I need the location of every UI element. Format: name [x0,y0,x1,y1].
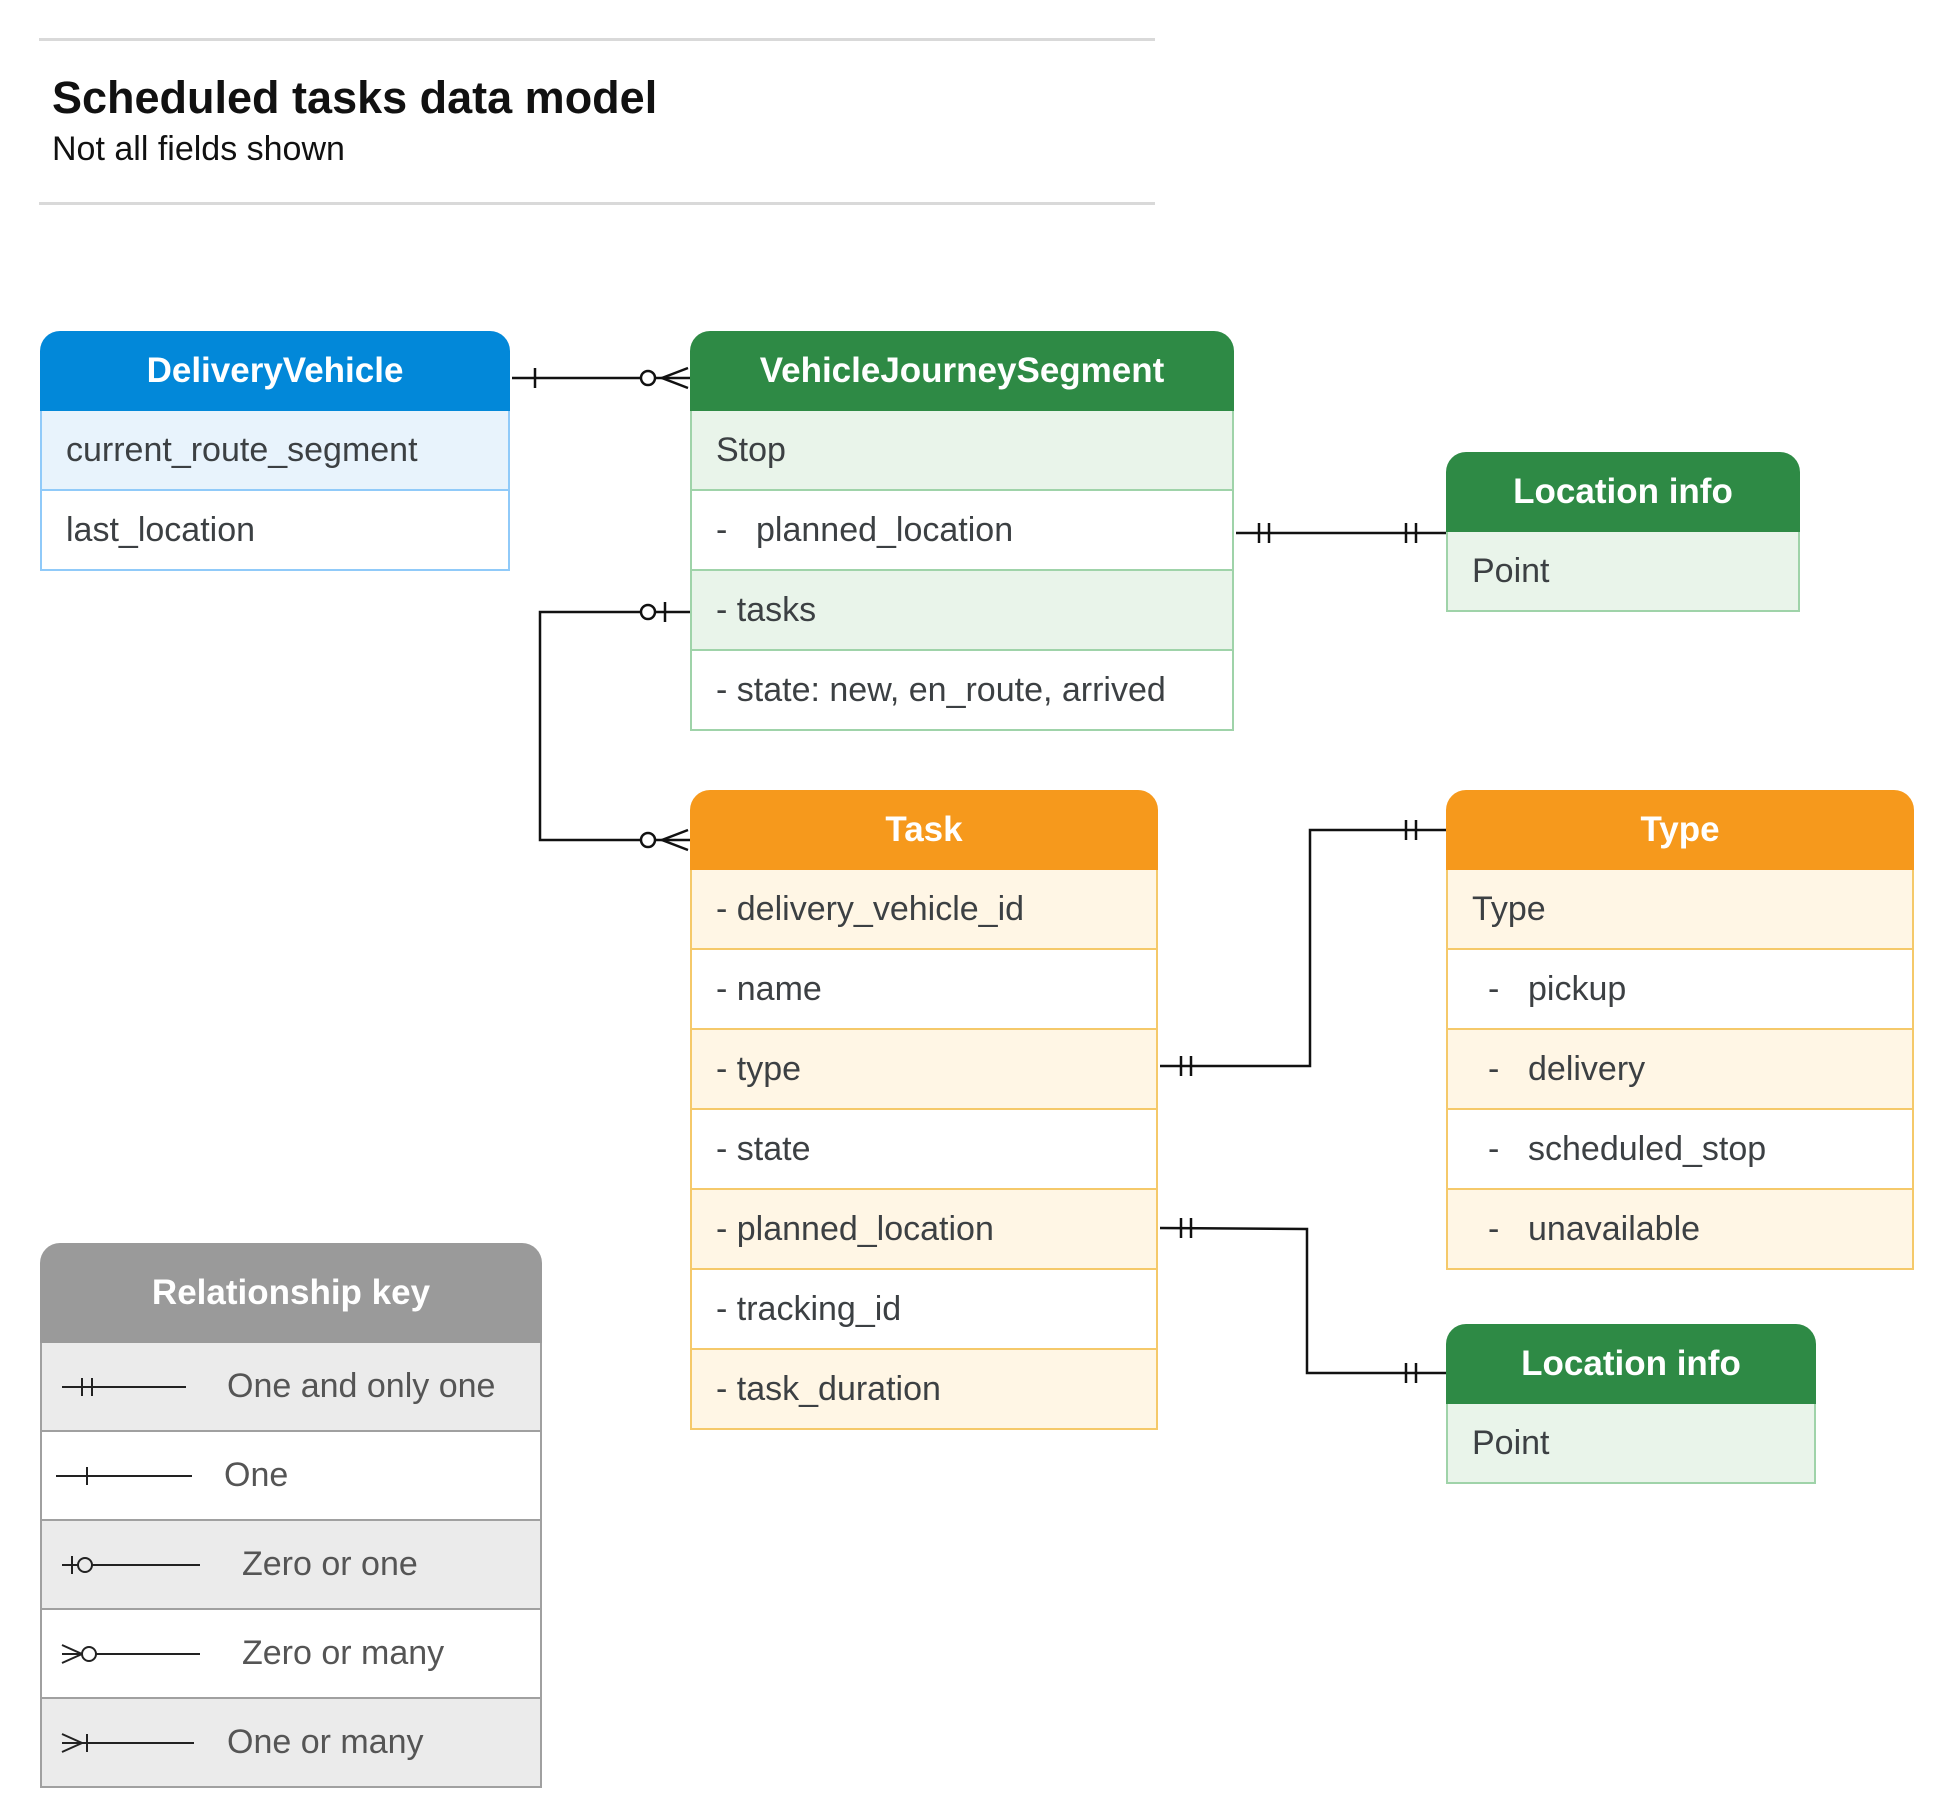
one-and-only-one-symbol [62,1377,186,1396]
dash-marker: - [1488,969,1500,1008]
key-item-label: One and only one [227,1367,496,1405]
entity-field: current_route_segment [40,411,510,491]
task-entity: Task - delivery_vehicle_id - name - type… [690,790,1158,1430]
entity-field: -scheduled_stop [1446,1110,1914,1190]
relationship-key-title: Relationship key [40,1243,542,1343]
delivery-vehicle-entity: DeliveryVehicle current_route_segment la… [40,331,510,571]
entity-field: -unavailable [1446,1190,1914,1270]
entity-title: Location info [1446,452,1800,532]
key-item-zero-or-one: Zero or one [40,1521,542,1610]
entity-field: Point [1446,532,1800,612]
key-item-label: Zero or one [242,1545,418,1583]
dash-marker: - [716,510,728,549]
key-item-zero-or-many: Zero or many [40,1610,542,1699]
entity-field: Stop [690,411,1234,491]
entity-field: - planned_location [690,1190,1158,1270]
entity-field: - tasks [690,571,1234,651]
one-or-many-symbol [61,1732,194,1753]
entity-field-label: delivery [1528,1049,1646,1088]
dash-marker: - [1488,1209,1500,1248]
relationship-key: Relationship key One and only one One Ze… [40,1243,542,1788]
entity-field-label: scheduled_stop [1528,1129,1767,1168]
bottom-divider [39,202,1155,205]
key-item-label: One [224,1456,289,1494]
vehicle-journey-segment-entity: VehicleJourneySegment Stop -planned_loca… [690,331,1234,731]
entity-field: -pickup [1446,950,1914,1030]
entity-title: VehicleJourneySegment [690,331,1234,411]
dash-marker: - [1488,1049,1500,1088]
top-divider [39,38,1155,41]
key-item-one: One [40,1432,542,1521]
connector-task-to-type [1160,820,1446,1076]
entity-field: Point [1446,1404,1816,1484]
key-item-label: Zero or many [242,1634,445,1672]
dash-marker: - [1488,1129,1500,1168]
type-entity: Type Type -pickup -delivery -scheduled_s… [1446,790,1914,1270]
key-item-label: One or many [227,1723,424,1761]
entity-field: - task_duration [690,1350,1158,1430]
entity-field: Type [1446,870,1914,950]
zero-or-many-symbol [61,1643,200,1664]
entity-field-label: pickup [1528,969,1627,1008]
entity-title: DeliveryVehicle [40,331,510,411]
key-item-one-or-many: One or many [40,1699,542,1788]
entity-field: -delivery [1446,1030,1914,1110]
connector-segment-to-location [1236,523,1446,543]
entity-field-label: planned_location [756,510,1014,549]
entity-field: last_location [40,491,510,571]
page-subtitle: Not all fields shown [52,130,345,168]
entity-field: - state [690,1110,1158,1190]
entity-field: - delivery_vehicle_id [690,870,1158,950]
entity-field: - type [690,1030,1158,1110]
page-title: Scheduled tasks data model [52,72,658,123]
entity-field-label: unavailable [1528,1209,1701,1248]
entity-field: - tracking_id [690,1270,1158,1350]
zero-or-one-symbol [62,1555,200,1574]
entity-title: Type [1446,790,1914,870]
entity-field: - name [690,950,1158,1030]
entity-title: Location info [1446,1324,1816,1404]
key-item-one-and-only-one: One and only one [40,1343,542,1432]
entity-title: Task [690,790,1158,870]
location-info-entity-top: Location info Point [1446,452,1800,612]
connector-tasks-to-task [538,602,690,852]
entity-field: -planned_location [690,491,1234,571]
connector-vehicle-to-segment [512,366,690,390]
location-info-entity-bottom: Location info Point [1446,1324,1816,1484]
connector-task-to-location [1159,1218,1446,1383]
entity-field: - state: new, en_route, arrived [690,651,1234,731]
one-symbol [56,1466,192,1485]
